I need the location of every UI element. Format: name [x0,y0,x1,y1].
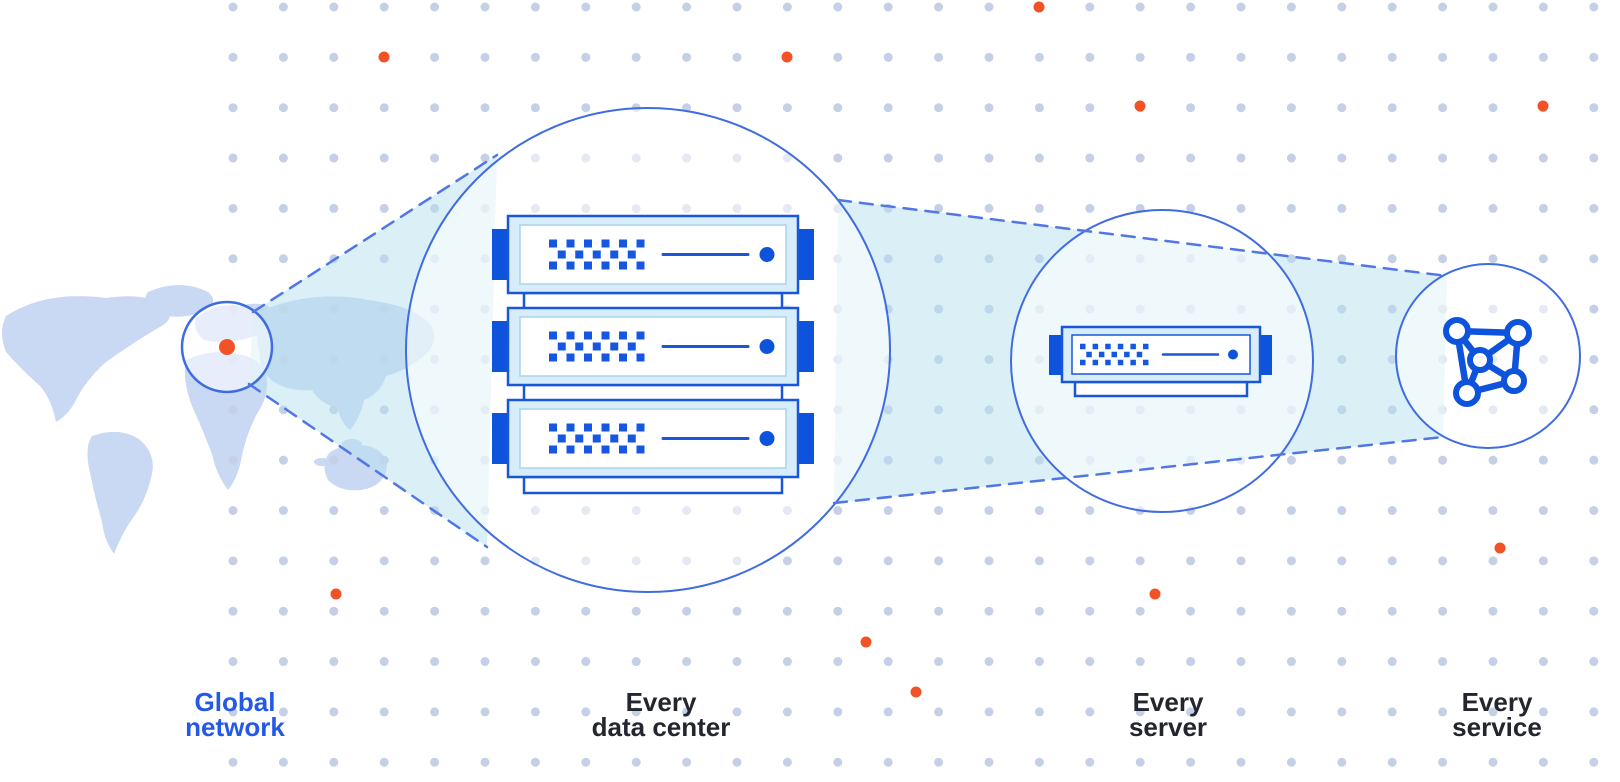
landmass-north-america [2,296,170,422]
mesh-node-top-right [1504,319,1532,347]
dashed-line-top-left [251,153,499,314]
rack-unit-2-led [759,339,775,354]
orange-dots [330,1,1549,698]
caption-line: network [185,712,285,742]
server-panel [1071,334,1251,375]
caption-line: Global [194,687,276,717]
dashed-line-top-right [836,198,1449,278]
rack-unit-3-right-tab [796,413,814,464]
rack-unit-3-vents [549,423,645,454]
rack-connector-2 [522,383,784,403]
caption-every-server: Every server [1128,687,1208,742]
server-led [1228,349,1238,360]
landmass-south-america [87,431,153,554]
landmass-island-2 [314,458,330,466]
caption-line: Every [1132,687,1204,717]
server-vents [1080,343,1149,366]
single-server-illustration [1049,325,1272,398]
zoom-dashed-lines [247,153,1449,549]
rack-unit-2 [492,306,814,387]
caption-global-network: Global network [185,687,285,742]
caption-line: Every [625,687,697,717]
caption-line: server [1128,712,1208,742]
rack-unit-2-left-tab [492,321,510,372]
server-rack-illustration [492,214,814,495]
rack-unit-1-vents [549,239,645,270]
caption-line: data center [591,712,731,742]
rack-unit-3-left-tab [492,413,510,464]
dashed-line-bottom-left [247,382,489,549]
caption-line: service [1452,712,1542,742]
rack-unit-1 [492,214,814,295]
caption-line: Every [1461,687,1533,717]
map-location-marker [219,339,235,355]
server-left-tab [1049,335,1063,375]
rack-unit-3 [492,398,814,479]
caption-every-service: Every service [1452,687,1542,742]
rack-unit-2-vents [549,331,645,362]
mesh-node-top-left [1443,317,1471,345]
rack-base [522,475,784,495]
mesh-node-bottom-left [1453,379,1481,407]
rack-unit-1-right-tab [796,229,814,280]
mesh-node-bottom-right [1501,368,1527,394]
dashed-line-bottom-right [832,435,1445,505]
caption-every-data-center: Every data center [591,687,731,742]
rack-unit-3-led [759,431,775,446]
rack-unit-1-left-tab [492,229,510,280]
server-right-tab [1258,335,1272,375]
rack-connector-1 [522,291,784,311]
mesh-network-icon [1443,317,1532,407]
rack-unit-1-led [759,247,775,262]
mesh-node-center [1467,347,1493,373]
rack-unit-2-right-tab [796,321,814,372]
server-base [1073,380,1249,398]
